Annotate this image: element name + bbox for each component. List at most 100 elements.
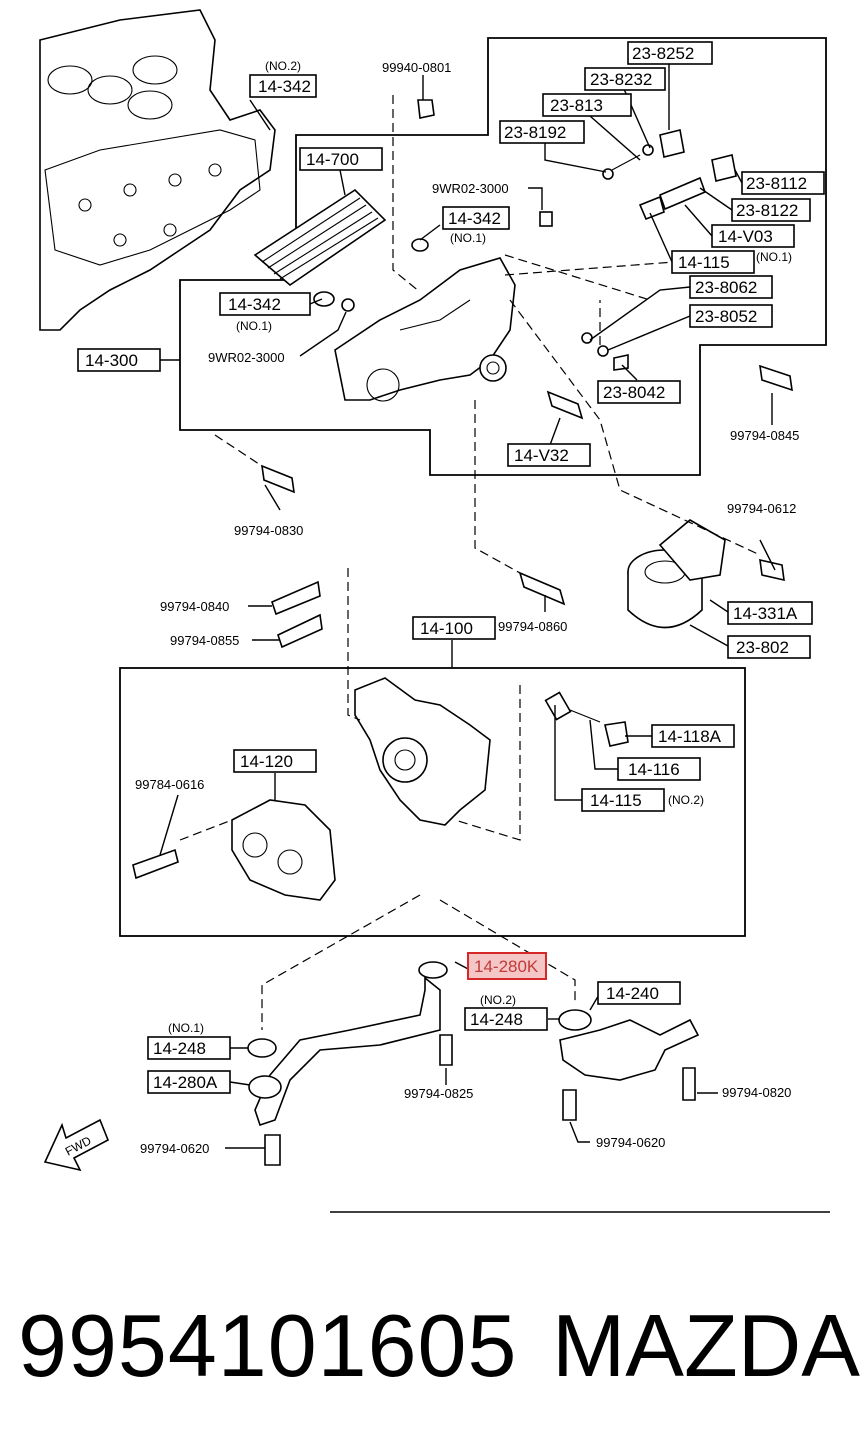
- label-14-280a: 14-280A: [147, 1070, 231, 1094]
- oil-filter-23-802: [627, 519, 785, 629]
- label-14-120: 14-120: [233, 749, 317, 773]
- svg-text:23-8062: 23-8062: [695, 278, 757, 297]
- label-14-342-left: 14-342: [219, 292, 311, 316]
- label-23-813: 23-813: [542, 93, 632, 117]
- label-14-331a: 14-331A: [727, 601, 813, 625]
- fwd-arrow-icon: FWD: [43, 1118, 110, 1172]
- label-23-8042: 23-8042: [597, 380, 681, 404]
- svg-text:14-342: 14-342: [258, 77, 311, 96]
- svg-text:9WR02-3000: 9WR02-3000: [208, 350, 285, 365]
- label-14-116: 14-116: [617, 757, 701, 781]
- label-23-8052: 23-8052: [689, 304, 773, 328]
- oil-cooler-14-700: [253, 188, 387, 287]
- label-14-248-no2: 14-248: [464, 1007, 548, 1031]
- oil-pump-14-100: [354, 677, 491, 826]
- oil-filter-body-14-300: [334, 257, 516, 402]
- label-14-300: 14-300: [77, 348, 161, 372]
- svg-text:99794-0830: 99794-0830: [234, 523, 303, 538]
- label-23-8062: 23-8062: [689, 275, 773, 299]
- svg-text:23-8252: 23-8252: [632, 44, 694, 63]
- svg-text:(NO.1): (NO.1): [756, 250, 792, 264]
- svg-text:9WR02-3000: 9WR02-3000: [432, 181, 509, 196]
- svg-text:14-280A: 14-280A: [153, 1073, 218, 1092]
- oil-pipe-14-280a: [247, 961, 453, 1166]
- label-23-802: 23-802: [727, 635, 811, 659]
- svg-text:14-248: 14-248: [470, 1010, 523, 1029]
- brand-name: MAZDA: [552, 1296, 860, 1395]
- svg-text:(NO.1): (NO.1): [236, 319, 272, 333]
- svg-text:14-248: 14-248: [153, 1039, 206, 1058]
- solid-leaders: [159, 60, 776, 1149]
- svg-text:14-280K: 14-280K: [474, 957, 539, 976]
- label-23-8192: 23-8192: [499, 120, 585, 144]
- svg-text:(NO.2): (NO.2): [265, 59, 301, 73]
- svg-text:14-115: 14-115: [590, 791, 642, 810]
- label-14-342-top: 14-342: [442, 206, 510, 230]
- svg-text:23-8052: 23-8052: [695, 307, 757, 326]
- bolts-middle: [271, 571, 566, 649]
- svg-text:14-700: 14-700: [306, 150, 359, 169]
- label-14-100: 14-100: [412, 616, 496, 640]
- label-14-280k-highlighted: 14-280K: [467, 952, 547, 980]
- label-14-v03: 14-V03: [711, 224, 795, 248]
- variant-notes: (NO.2) (NO.1) (NO.1) (NO.1) (NO.2) (NO.2…: [168, 59, 792, 1035]
- svg-text:99794-0612: 99794-0612: [727, 501, 796, 516]
- label-14-v32: 14-V32: [507, 443, 591, 467]
- oil-strainer-14-240: [558, 1009, 700, 1121]
- svg-text:99794-0825: 99794-0825: [404, 1086, 473, 1101]
- dashed-leaders: [179, 95, 761, 1030]
- svg-text:14-300: 14-300: [85, 351, 138, 370]
- svg-text:23-8042: 23-8042: [603, 383, 665, 402]
- label-14-115-top: 14-115: [671, 250, 755, 274]
- label-14-115-mid: 14-115: [581, 788, 665, 812]
- svg-text:14-240: 14-240: [606, 984, 659, 1003]
- label-23-8122: 23-8122: [731, 198, 811, 222]
- relief-valve-parts: [132, 691, 629, 880]
- frame-14-300: [179, 37, 827, 476]
- svg-text:(NO.1): (NO.1): [168, 1021, 204, 1035]
- svg-text:23-8232: 23-8232: [590, 70, 652, 89]
- svg-text:23-8192: 23-8192: [504, 123, 566, 142]
- label-23-8112: 23-8112: [741, 171, 825, 195]
- label-23-8232: 23-8232: [584, 67, 666, 91]
- svg-text:23-813: 23-813: [550, 96, 603, 115]
- svg-text:99784-0616: 99784-0616: [135, 777, 204, 792]
- label-14-118a: 14-118A: [651, 724, 735, 748]
- svg-text:99794-0820: 99794-0820: [722, 1085, 791, 1100]
- part-number: 9954101605: [18, 1296, 518, 1395]
- svg-text:23-8112: 23-8112: [746, 174, 807, 193]
- svg-text:14-118A: 14-118A: [658, 727, 722, 746]
- svg-text:99794-0620: 99794-0620: [140, 1141, 209, 1156]
- svg-text:(NO.1): (NO.1): [450, 231, 486, 245]
- svg-text:99794-0855: 99794-0855: [170, 633, 239, 648]
- svg-text:14-331A: 14-331A: [733, 604, 798, 623]
- svg-text:14-342: 14-342: [448, 209, 501, 228]
- svg-text:99940-0801: 99940-0801: [382, 60, 451, 75]
- pump-cover-14-120: [231, 799, 336, 901]
- svg-text:99794-0845: 99794-0845: [730, 428, 799, 443]
- label-23-8252: 23-8252: [627, 41, 713, 65]
- svg-text:23-8122: 23-8122: [736, 201, 798, 220]
- svg-text:14-100: 14-100: [420, 619, 473, 638]
- svg-text:14-V32: 14-V32: [514, 446, 569, 465]
- svg-text:99794-0860: 99794-0860: [498, 619, 567, 634]
- svg-text:23-802: 23-802: [736, 638, 789, 657]
- part-codes: 99940-0801 9WR02-3000 9WR02-3000 99794-0…: [135, 60, 799, 1156]
- part-labels: 14-342 14-700 14-342 14-342 14-300 23-82…: [77, 41, 825, 1094]
- svg-text:(NO.2): (NO.2): [480, 993, 516, 1007]
- label-14-342-no2: 14-342: [249, 74, 317, 98]
- svg-text:14-116: 14-116: [628, 760, 680, 779]
- svg-text:14-115: 14-115: [678, 253, 730, 272]
- engine-block-illustration: [39, 9, 276, 331]
- label-14-248-no1: 14-248: [147, 1036, 231, 1060]
- svg-text:99794-0620: 99794-0620: [596, 1135, 665, 1150]
- svg-text:14-120: 14-120: [240, 752, 293, 771]
- label-14-700: 14-700: [299, 147, 383, 171]
- svg-text:14-V03: 14-V03: [718, 227, 773, 246]
- frame-14-100: [119, 667, 746, 937]
- svg-text:14-342: 14-342: [228, 295, 281, 314]
- svg-text:99794-0840: 99794-0840: [160, 599, 229, 614]
- svg-text:(NO.2): (NO.2): [668, 793, 704, 807]
- label-14-240: 14-240: [597, 981, 681, 1005]
